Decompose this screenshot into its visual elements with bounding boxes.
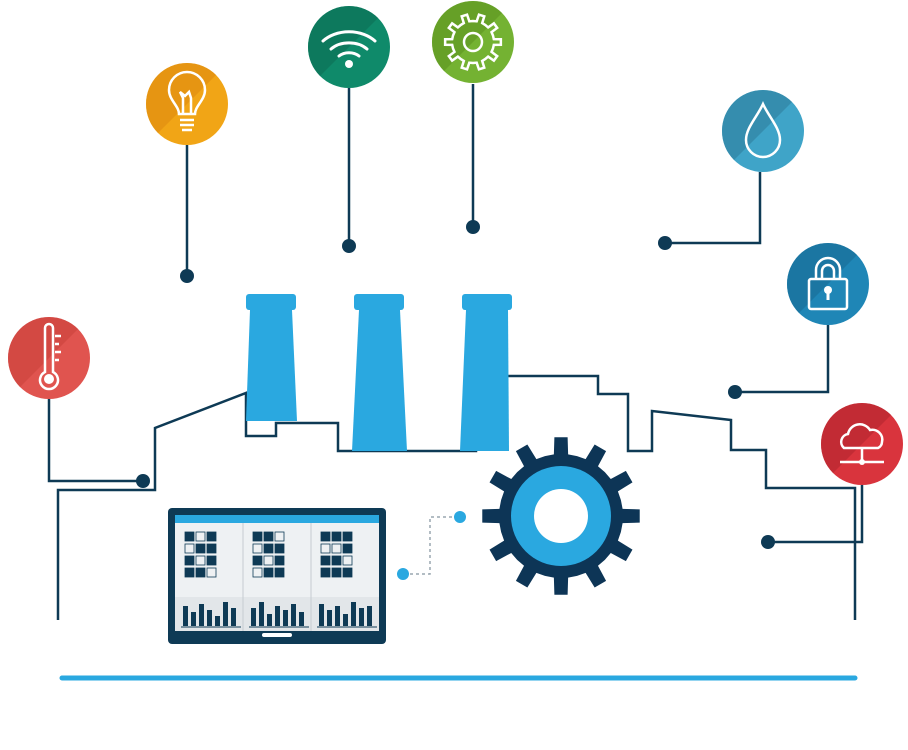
dashboard-cell xyxy=(342,567,353,578)
dashboard-bar xyxy=(299,612,304,626)
dashboard-bar xyxy=(367,606,372,626)
dashboard-cell xyxy=(331,543,342,554)
dashboard-bar xyxy=(327,610,332,626)
dashboard-bar xyxy=(191,612,196,626)
dashboard-cell xyxy=(195,543,206,554)
dashboard-cell xyxy=(195,567,206,578)
dashboard-bar xyxy=(335,606,340,626)
water-drop-icon xyxy=(721,89,804,172)
dashboard-cell xyxy=(252,567,263,578)
dashboard-cell xyxy=(184,531,195,542)
dashboard-cell xyxy=(320,531,331,542)
dashboard-cell xyxy=(331,567,342,578)
dashboard-bar xyxy=(267,614,272,626)
dashboard-cell xyxy=(331,555,342,566)
factory-outline xyxy=(56,374,857,620)
dashboard-cell xyxy=(252,555,263,566)
dashboard-bar xyxy=(215,616,220,626)
dashboard-cell xyxy=(274,555,285,566)
chimney-1 xyxy=(246,294,297,421)
dashboard-cell xyxy=(195,531,206,542)
dashboard-cell xyxy=(320,567,331,578)
dashboard-bar xyxy=(343,614,348,626)
dashboard-cell xyxy=(206,543,217,554)
connector-lines xyxy=(47,84,864,544)
dashboard-cell xyxy=(263,531,274,542)
dashboard-cell xyxy=(320,555,331,566)
dashboard-cell xyxy=(263,567,274,578)
dashboard-bar xyxy=(199,604,204,626)
dashboard-cell xyxy=(331,531,342,542)
chimney-2 xyxy=(352,294,407,451)
dashboard-cell xyxy=(342,531,353,542)
chimney-3 xyxy=(460,294,512,451)
dashboard-bar xyxy=(291,604,296,626)
dashboard-bar xyxy=(251,608,256,626)
dashboard-cell xyxy=(342,555,353,566)
dashboard-cell xyxy=(184,555,195,566)
dashboard-bar xyxy=(259,602,264,626)
thermometer-icon xyxy=(7,316,90,399)
dashboard-cell xyxy=(206,555,217,566)
dashboard-bar xyxy=(359,608,364,626)
process-gear xyxy=(482,437,640,595)
dashboard-cell xyxy=(263,555,274,566)
dashboard-cell xyxy=(252,543,263,554)
dashboard-bar xyxy=(207,610,212,626)
dashboard-cell xyxy=(274,531,285,542)
dashboard-bar xyxy=(283,610,288,626)
dashboard-cell xyxy=(206,531,217,542)
lightbulb-icon xyxy=(145,62,228,145)
dashboard-bar xyxy=(275,606,280,626)
dashboard-bar xyxy=(319,604,324,626)
wifi-icon xyxy=(307,5,390,88)
dashboard-cell xyxy=(342,543,353,554)
dashboard-bar xyxy=(223,602,228,626)
dashboard-cell xyxy=(263,543,274,554)
dashboard-cell xyxy=(195,555,206,566)
dashed-link xyxy=(397,511,466,580)
dashboard-cell xyxy=(206,567,217,578)
dashboard-cell xyxy=(320,543,331,554)
dashboard-bar xyxy=(183,606,188,626)
dashboard-cell xyxy=(184,543,195,554)
dashboard-cell xyxy=(252,531,263,542)
dashboard-cell xyxy=(274,567,285,578)
cloud-network-icon xyxy=(820,402,903,485)
dashboard-bar xyxy=(231,608,236,626)
dashboard-cell xyxy=(274,543,285,554)
chimneys xyxy=(246,294,512,451)
laptop-dashboard xyxy=(168,508,386,644)
dashboard-bar xyxy=(351,602,356,626)
dashboard-cell xyxy=(184,567,195,578)
connector-dots xyxy=(136,220,775,549)
lock-icon xyxy=(786,242,869,325)
gear-icon xyxy=(431,0,514,83)
